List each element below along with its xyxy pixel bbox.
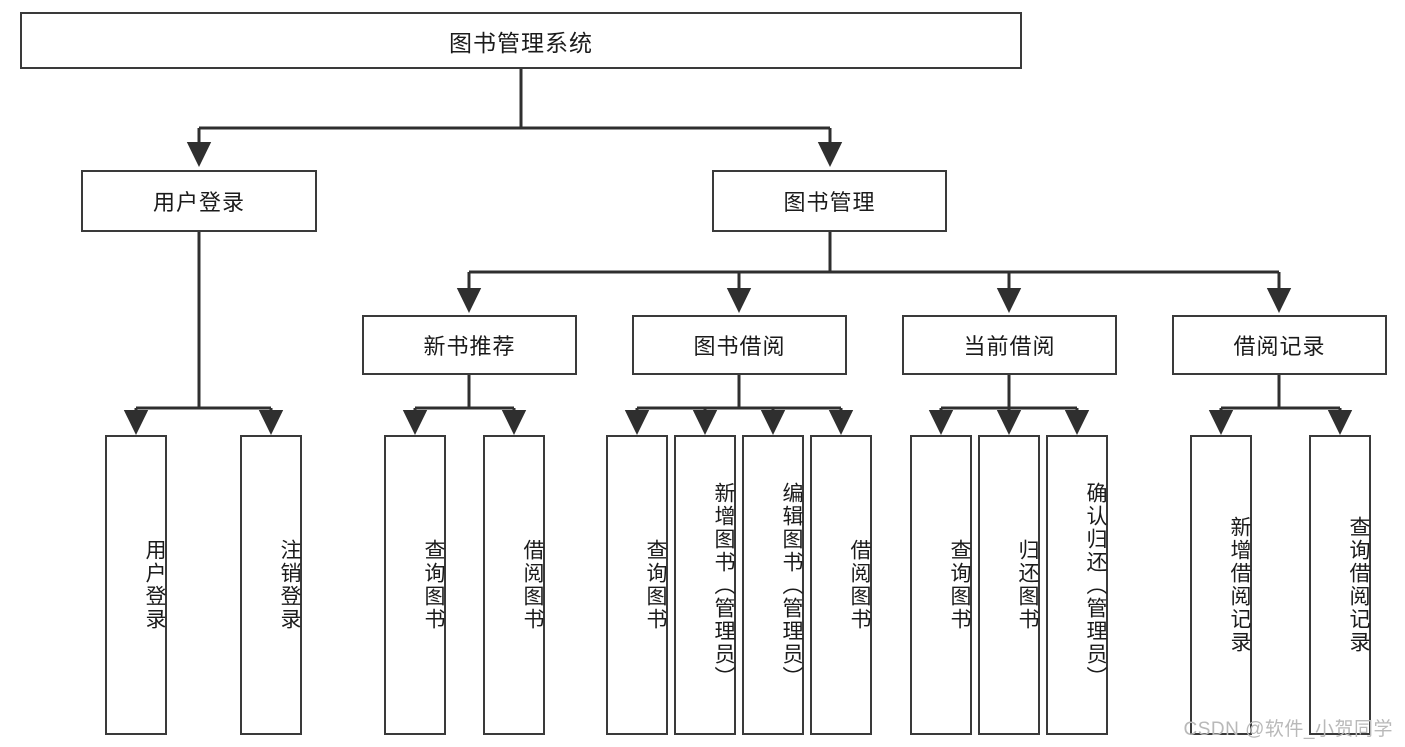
csdn-watermark: CSDN @软件_小贺同学 <box>1183 719 1393 740</box>
leaf-user-logout[interactable]: 注销登录 <box>240 435 302 735</box>
node-label: 归还图书 <box>1016 539 1039 631</box>
leaf-confirm-return-admin[interactable]: 确认归还（管理员） <box>1046 435 1108 735</box>
leaf-query-book-current[interactable]: 查询图书 <box>910 435 972 735</box>
leaf-query-book-recommend[interactable]: 查询图书 <box>384 435 446 735</box>
node-label: 借阅图书 <box>521 539 544 631</box>
node-current-borrow[interactable]: 当前借阅 <box>902 315 1117 375</box>
node-borrow-record[interactable]: 借阅记录 <box>1172 315 1387 375</box>
node-label: 新增图书（管理员） <box>712 481 735 689</box>
leaf-return-book[interactable]: 归还图书 <box>978 435 1040 735</box>
leaf-user-login[interactable]: 用户登录 <box>105 435 167 735</box>
node-label: 新书推荐 <box>423 334 516 359</box>
node-root-system[interactable]: 图书管理系统 <box>20 12 1022 69</box>
node-label: 确认归还（管理员） <box>1084 481 1107 689</box>
leaf-query-borrow-record[interactable]: 查询借阅记录 <box>1309 435 1371 735</box>
leaf-add-book-admin[interactable]: 新增图书（管理员） <box>674 435 736 735</box>
node-label: 图书借阅 <box>693 334 786 359</box>
node-label: 查询图书 <box>644 539 667 631</box>
leaf-add-borrow-record[interactable]: 新增借阅记录 <box>1190 435 1252 735</box>
node-label: 用户登录 <box>152 190 245 215</box>
node-new-book-recommend[interactable]: 新书推荐 <box>362 315 577 375</box>
node-label: 当前借阅 <box>963 334 1056 359</box>
node-label: 查询图书 <box>948 539 971 631</box>
leaf-borrow-book-recommend[interactable]: 借阅图书 <box>483 435 545 735</box>
node-label: 查询图书 <box>422 539 445 631</box>
node-label: 新增借阅记录 <box>1228 516 1251 654</box>
node-book-management[interactable]: 图书管理 <box>712 170 947 232</box>
node-label: 用户登录 <box>143 539 166 631</box>
leaf-query-book-borrow[interactable]: 查询图书 <box>606 435 668 735</box>
leaf-borrow-book[interactable]: 借阅图书 <box>810 435 872 735</box>
node-book-borrow[interactable]: 图书借阅 <box>632 315 847 375</box>
node-label: 注销登录 <box>278 539 301 631</box>
node-label: 图书管理 <box>783 190 876 215</box>
leaf-edit-book-admin[interactable]: 编辑图书（管理员） <box>742 435 804 735</box>
node-label: 编辑图书（管理员） <box>780 481 803 689</box>
node-label: 图书管理系统 <box>449 29 593 56</box>
node-user-login[interactable]: 用户登录 <box>81 170 317 232</box>
node-label: 借阅记录 <box>1233 334 1326 359</box>
node-label: 查询借阅记录 <box>1347 516 1370 654</box>
node-label: 借阅图书 <box>848 539 871 631</box>
